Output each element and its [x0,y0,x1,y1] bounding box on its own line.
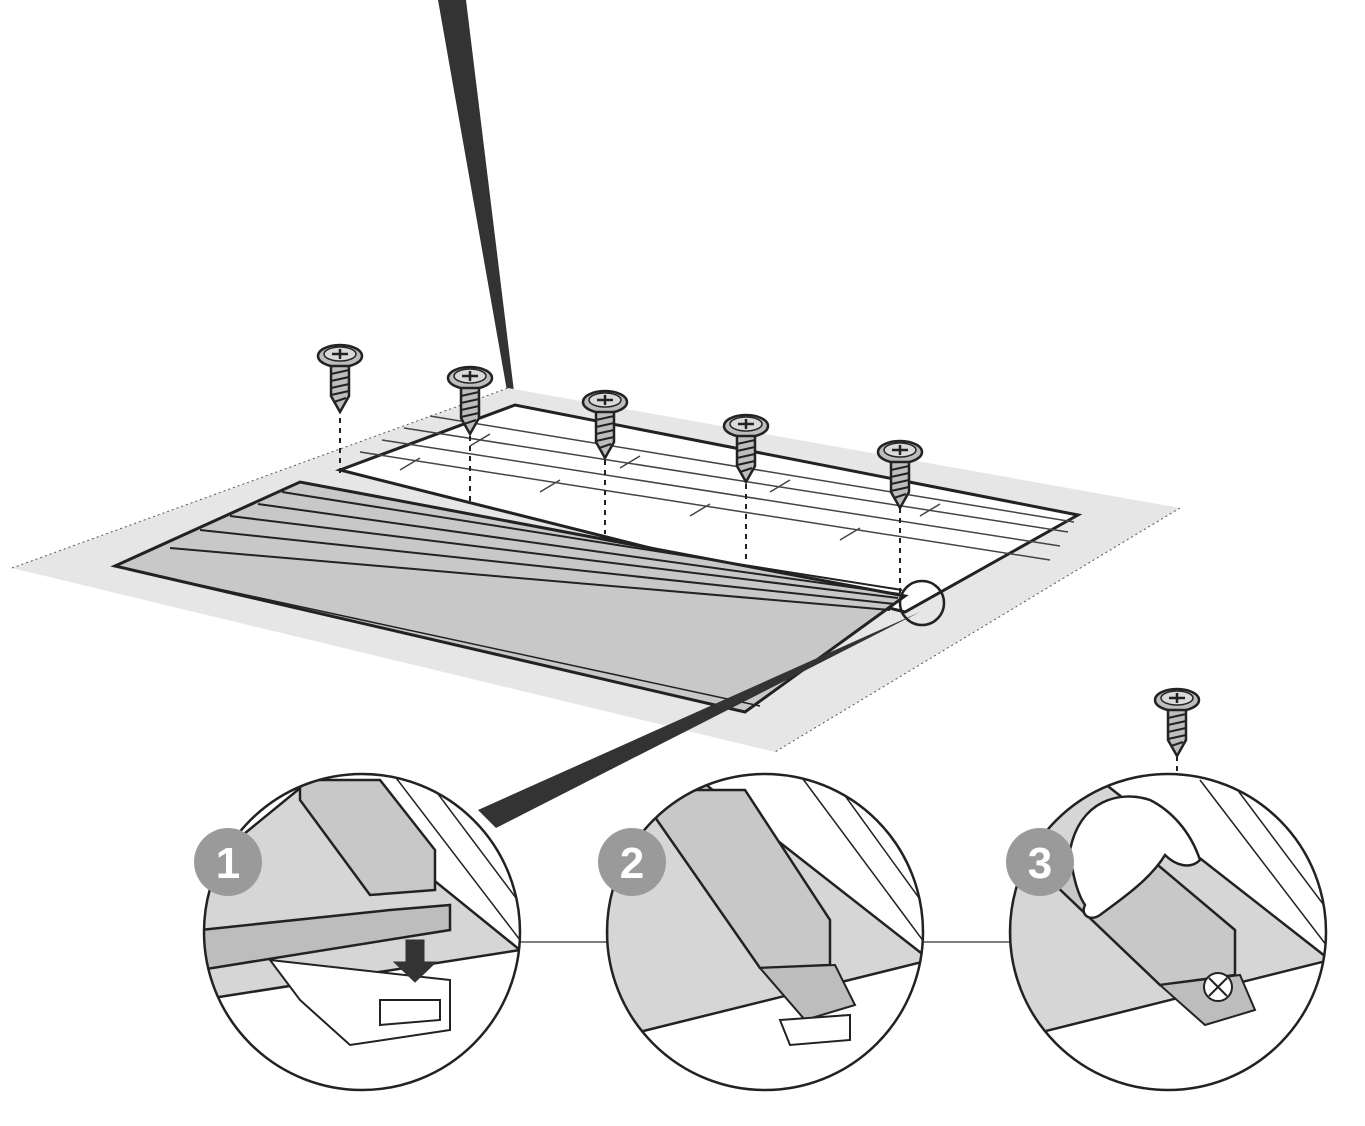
pointer-wedge-detail [478,612,920,828]
detail-step-3: 3 [1006,772,1328,1092]
phillips-screw-icon [1153,687,1201,758]
deck-panel [110,480,909,714]
step-number-1: 1 [216,839,240,888]
step-number-2: 2 [620,839,644,888]
step-badge-2 [598,828,666,896]
pointer-wedge-top [438,0,516,408]
step-badge-3 [1006,828,1074,896]
phillips-screw-icon [316,343,364,414]
detail-step-1: 1 [194,772,522,1092]
step-badge-1 [194,828,262,896]
step-number-3: 3 [1028,839,1052,888]
detail-marker-circle [898,579,946,627]
hand-icon [1068,795,1202,920]
arrow-down-icon [392,939,438,983]
detail-step-2: 2 [598,772,925,1092]
